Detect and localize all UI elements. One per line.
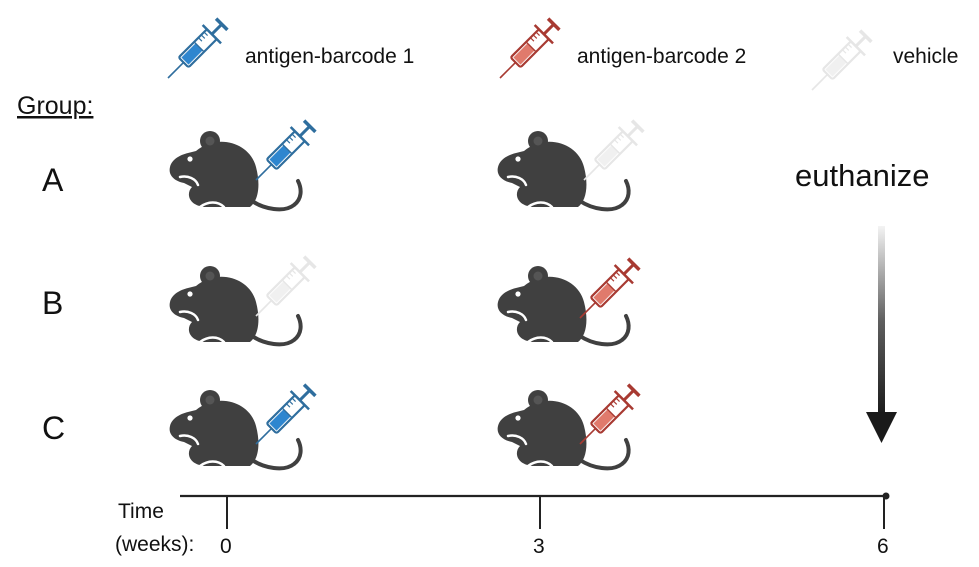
group-heading: Group: <box>17 92 93 120</box>
group-row-b: B <box>42 251 645 347</box>
legend-label: antigen-barcode 2 <box>577 45 746 68</box>
down-arrow-icon <box>866 412 897 443</box>
legend-label: vehicle <box>893 45 958 68</box>
tick-label: 6 <box>877 535 889 558</box>
time-label: Time <box>118 500 164 523</box>
legend-item-antigen-barcode-2: antigen-barcode 2 <box>489 13 746 89</box>
euthanize-label: euthanize <box>795 158 929 193</box>
group-row-c: C <box>42 379 645 471</box>
mouse-icon <box>167 264 303 347</box>
tick-label: 3 <box>533 535 545 558</box>
group-letter: B <box>42 285 63 321</box>
red-syringe-icon <box>569 253 645 329</box>
group-row-a: A <box>42 115 649 212</box>
blue-syringe-icon <box>245 115 321 191</box>
legend: antigen-barcode 1 antigen-barcode 2 vehi… <box>157 13 958 101</box>
legend-item-vehicle: vehicle <box>801 25 958 101</box>
blue-syringe-icon <box>245 379 321 455</box>
grey-syringe-icon <box>801 25 877 101</box>
group-letter: C <box>42 410 65 446</box>
group-letter: A <box>42 162 64 198</box>
legend-label: antigen-barcode 1 <box>245 45 414 68</box>
red-syringe-icon <box>569 379 645 455</box>
timeline: Time (weeks): 0 3 6 <box>115 492 890 558</box>
grey-syringe-icon <box>573 115 649 191</box>
red-syringe-icon <box>489 13 565 89</box>
mouse-icon <box>495 388 631 471</box>
tick-label: 0 <box>220 535 232 558</box>
down-arrow-shaft <box>878 226 885 416</box>
time-unit-label: (weeks): <box>115 533 194 556</box>
mouse-icon <box>495 129 631 212</box>
mouse-icon <box>167 129 303 212</box>
grey-syringe-icon <box>245 251 321 327</box>
blue-syringe-icon <box>157 13 233 89</box>
legend-item-antigen-barcode-1: antigen-barcode 1 <box>157 13 414 89</box>
